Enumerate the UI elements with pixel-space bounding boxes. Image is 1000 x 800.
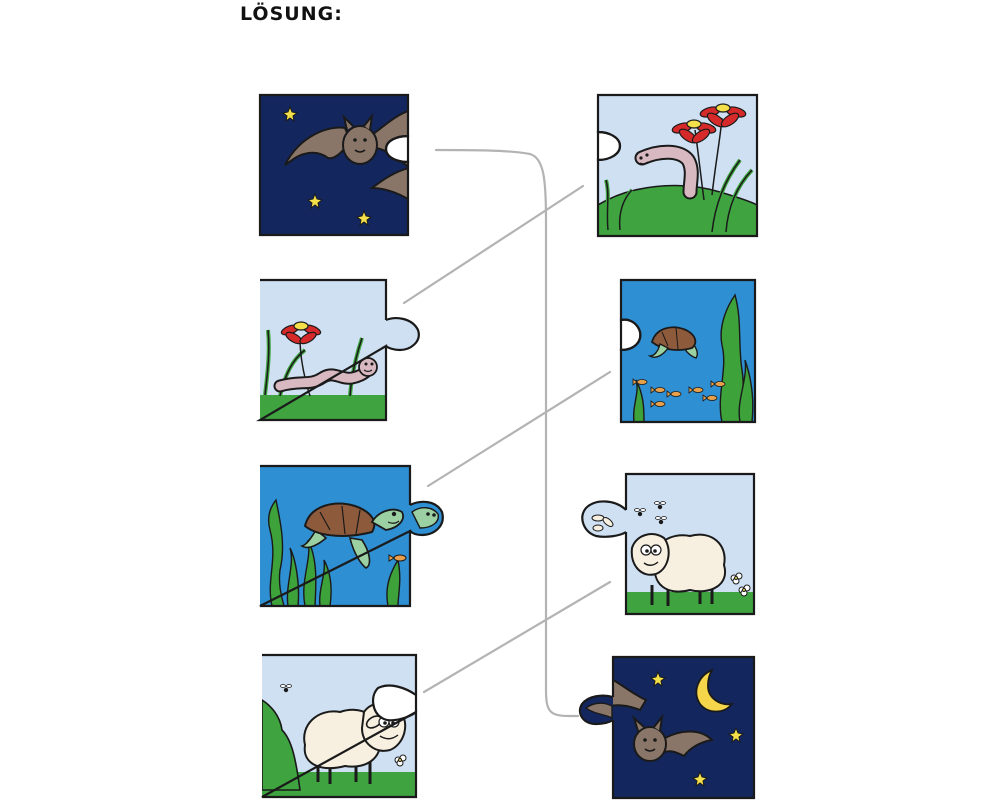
piece-border bbox=[261, 653, 418, 799]
turtle-icon bbox=[300, 502, 404, 569]
grass-blades-icon bbox=[263, 329, 364, 397]
daisy-icon bbox=[730, 572, 751, 597]
puzzle-piece-worm-left[interactable] bbox=[255, 278, 420, 422]
puzzle-piece-bat-right[interactable] bbox=[578, 655, 756, 800]
puzzle-piece-sheep-left[interactable] bbox=[261, 653, 418, 799]
piece-border bbox=[596, 93, 759, 238]
bat-icon bbox=[584, 702, 613, 720]
piece-knob bbox=[385, 317, 420, 352]
turtle-icon bbox=[411, 507, 439, 529]
bush-icon bbox=[262, 699, 301, 791]
sheep-icon bbox=[303, 702, 407, 784]
puzzle-piece-sheep-right[interactable] bbox=[581, 472, 756, 616]
piece-border bbox=[258, 93, 410, 237]
piece-border bbox=[624, 472, 756, 616]
fish-icon bbox=[632, 378, 726, 408]
piece-border bbox=[611, 655, 756, 800]
daisy-icon bbox=[394, 754, 407, 767]
star-icon bbox=[649, 670, 745, 788]
fly-icon bbox=[634, 501, 667, 525]
moon-icon bbox=[695, 668, 735, 713]
solution-connectors bbox=[402, 148, 612, 718]
flower-icon bbox=[671, 103, 747, 201]
daisy-icon bbox=[591, 514, 614, 532]
night-sky-background bbox=[613, 657, 754, 798]
sheep-icon bbox=[630, 533, 727, 606]
star-icon bbox=[281, 105, 373, 227]
connector-sheep bbox=[422, 580, 612, 694]
connector-worm bbox=[402, 184, 585, 305]
connector-bat bbox=[434, 148, 580, 718]
connector-turtle bbox=[426, 370, 612, 488]
night-sky-background bbox=[260, 95, 408, 235]
puzzle-piece-bat-left[interactable] bbox=[258, 93, 412, 237]
grass-ground bbox=[626, 592, 754, 614]
puzzle-piece-turtle-right[interactable] bbox=[619, 278, 757, 424]
fly-icon bbox=[280, 684, 292, 693]
piece-border bbox=[255, 278, 388, 422]
bat-icon bbox=[613, 678, 715, 762]
grass-ground bbox=[260, 395, 386, 420]
piece-border bbox=[619, 278, 757, 424]
puzzle-piece-turtle-left[interactable] bbox=[259, 464, 444, 608]
puzzle-piece-worm-right[interactable] bbox=[596, 93, 759, 238]
worm-icon bbox=[634, 144, 699, 200]
grass-blades-icon bbox=[604, 158, 754, 233]
solution-title: LÖSUNG: bbox=[240, 3, 343, 25]
seaweed-icon bbox=[632, 293, 754, 422]
fish-icon bbox=[388, 554, 407, 562]
piece-border bbox=[259, 464, 412, 608]
flower-icon bbox=[280, 321, 322, 397]
turtle-icon bbox=[647, 326, 698, 359]
